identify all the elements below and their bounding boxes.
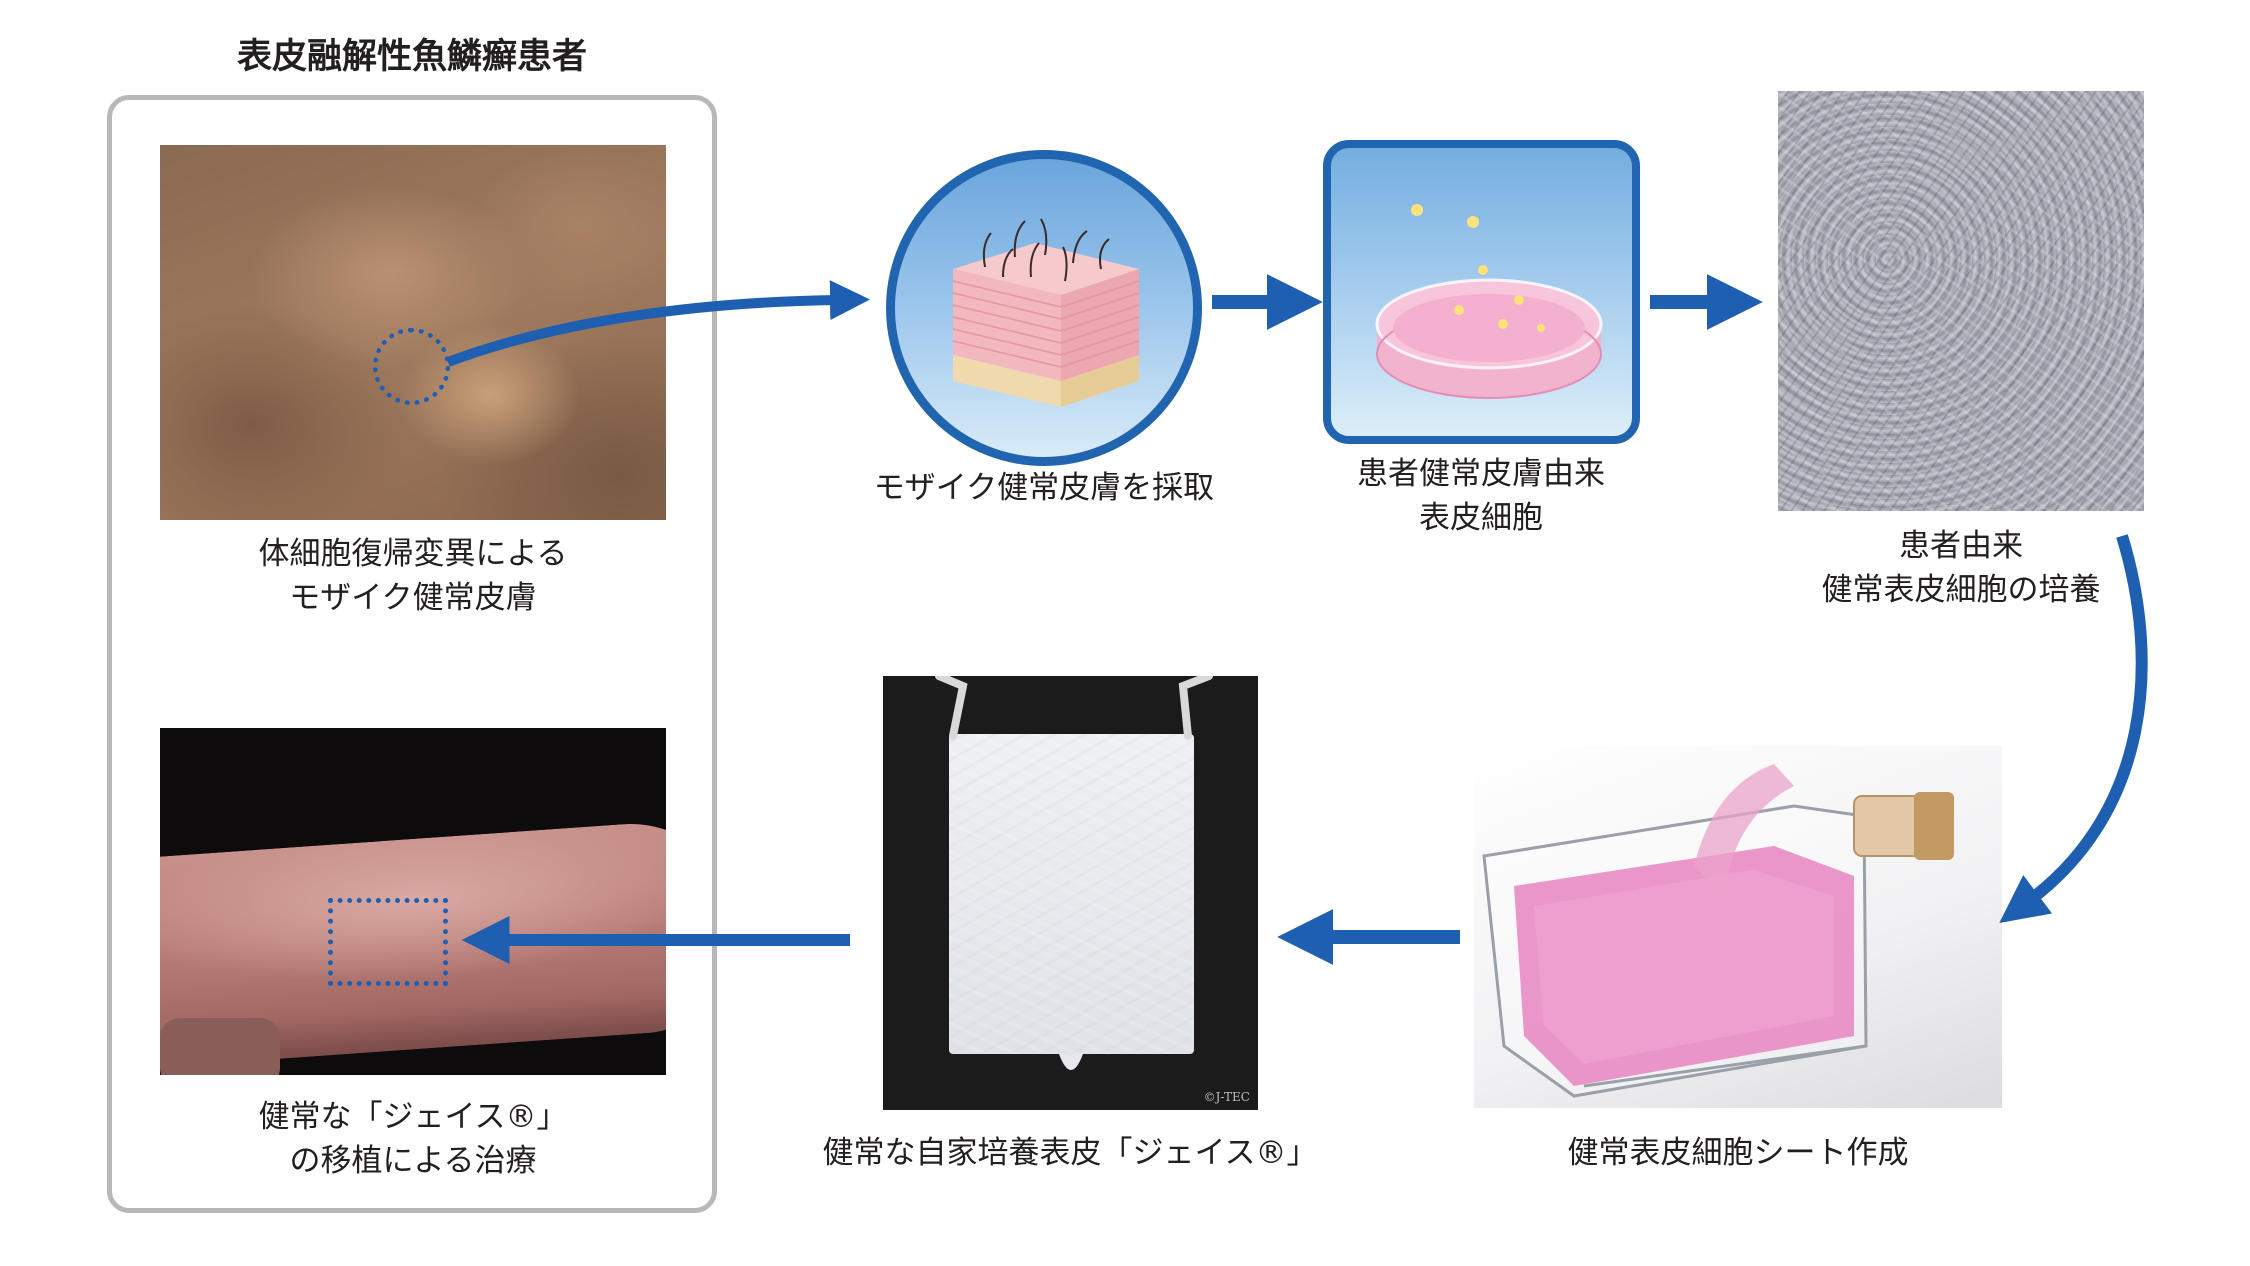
petri-dish-icon xyxy=(1323,140,1640,444)
copyright-notice: ©J-TEC xyxy=(1203,1090,1250,1104)
patient-group-box xyxy=(107,95,717,1213)
label-product: 健常な自家培養表皮「ジェイス®」 xyxy=(822,1135,1318,1171)
label-culture: 患者由来 健常表皮細胞の培養 xyxy=(1821,528,2101,608)
label-mosaic-skin: 体細胞復帰変異による モザイク健常皮膚 xyxy=(258,536,568,616)
transplant-site-marker xyxy=(328,898,448,986)
label-transplant: 健常な「ジェイス®」 の移植による治療 xyxy=(258,1099,568,1179)
cell-sheet-flask-photo xyxy=(1474,746,2002,1108)
harvest-site-marker xyxy=(373,328,450,405)
label-cells: 患者健常皮膚由来 表皮細胞 xyxy=(1357,456,1605,536)
autologous-epidermis-photo: ©J-TEC xyxy=(883,676,1258,1110)
label-harvest: モザイク健常皮膚を採取 xyxy=(873,470,1215,506)
cell-culture-micrograph xyxy=(1778,91,2144,511)
skin-block-icon xyxy=(886,150,1202,466)
label-sheet-creation: 健常表皮細胞シート作成 xyxy=(1567,1135,1909,1171)
group-title: 表皮融解性魚鱗癬患者 xyxy=(236,37,587,77)
